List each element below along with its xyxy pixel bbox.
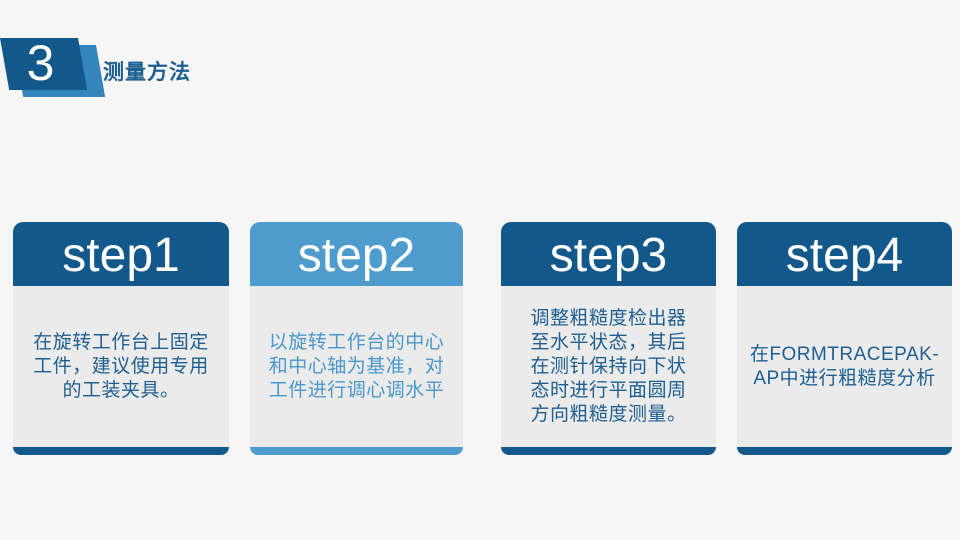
step4-description: 在FORMTRACEPAK- AP中进行粗糙度分析 — [737, 286, 952, 447]
slide-title: 测量方法 — [103, 61, 191, 84]
step4-footer-bar — [737, 447, 952, 455]
step-card-2: step2 以旋转工作台的中心 和中心轴为基准，对 工件进行调心调水平 — [250, 222, 463, 455]
step2-header: step2 — [250, 222, 463, 286]
step3-description: 调整粗糙度检出器 至水平状态，其后 在测针保持向下状 态时进行平面圆周 方向粗糙… — [501, 286, 716, 447]
step3-footer-bar — [501, 447, 716, 455]
badge-number: 3 — [26, 35, 56, 91]
step1-header: step1 — [13, 222, 229, 286]
step3-label: step3 — [549, 228, 668, 282]
step2-description: 以旋转工作台的中心 和中心轴为基准，对 工件进行调心调水平 — [250, 286, 463, 447]
step-card-4: step4 在FORMTRACEPAK- AP中进行粗糙度分析 — [737, 222, 952, 455]
step4-header: step4 — [737, 222, 952, 286]
step2-label: step2 — [297, 228, 416, 282]
step2-footer-bar — [250, 447, 463, 455]
step-card-3: step3 调整粗糙度检出器 至水平状态，其后 在测针保持向下状 态时进行平面圆… — [501, 222, 716, 455]
step3-header: step3 — [501, 222, 716, 286]
step1-description: 在旋转工作台上固定 工件，建议使用专用 的工装夹具。 — [13, 286, 229, 447]
step-card-1: step1 在旋转工作台上固定 工件，建议使用专用 的工装夹具。 — [13, 222, 229, 455]
step1-label: step1 — [62, 228, 180, 282]
step1-footer-bar — [13, 447, 229, 455]
step4-label: step4 — [785, 228, 904, 282]
